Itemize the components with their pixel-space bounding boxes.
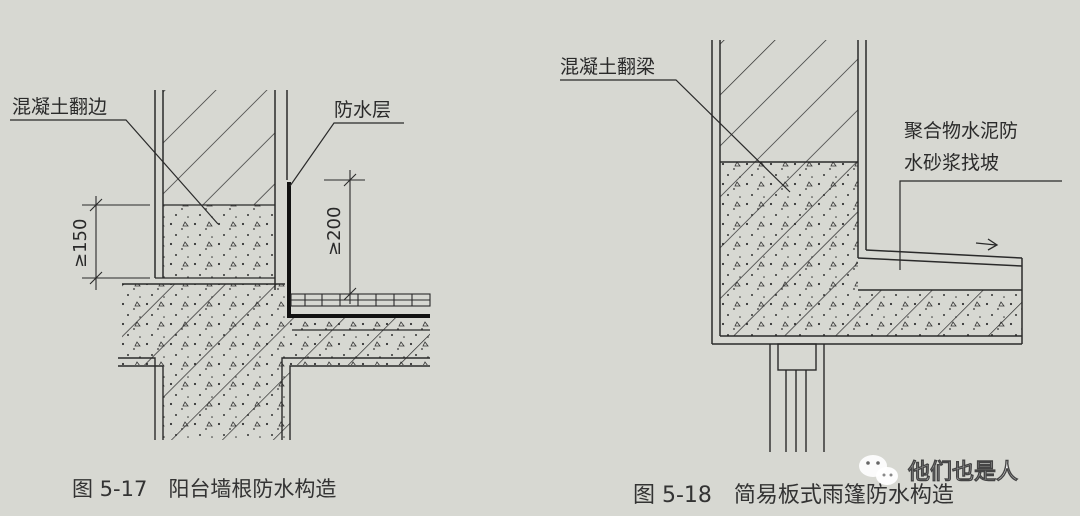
concrete-curb-left xyxy=(155,204,275,279)
floor-slab-left xyxy=(118,283,430,440)
column-below xyxy=(769,343,825,452)
leader-mortar xyxy=(899,180,1062,270)
flow-arrow xyxy=(975,238,999,251)
wall-hatch-left xyxy=(163,90,275,205)
watermark: 他们也是人 xyxy=(859,455,1018,485)
dimension-left xyxy=(82,196,150,290)
canopy-outline xyxy=(711,40,1023,345)
wall-hatch-right xyxy=(720,40,858,162)
waterproof-layer-line xyxy=(287,182,430,318)
label-waterproof-layer: 防水层 xyxy=(334,99,391,121)
dimension-left-text: ≥150 xyxy=(70,219,91,268)
figure-5-17: ≥150 ≥200 混凝土翻边 防水层 图 5-17 阳台墙根防水构造 xyxy=(10,90,431,501)
dimension-right-text: ≥200 xyxy=(324,207,345,256)
caption-figure-5-17: 图 5-17 阳台墙根防水构造 xyxy=(72,477,336,501)
figure-5-18: 混凝土翻梁 聚合物水泥防 水砂浆找坡 图 5-18 简易板式雨篷防水构造 xyxy=(560,40,1062,508)
dimension-right xyxy=(324,170,365,304)
label-concrete-curb: 混凝土翻边 xyxy=(12,96,107,118)
caption-figure-5-18: 图 5-18 简易板式雨篷防水构造 xyxy=(633,483,954,508)
floor-tiles xyxy=(290,293,431,307)
label-mortar-line-1: 聚合物水泥防 xyxy=(904,120,1018,142)
leader-concrete-beam xyxy=(560,79,791,193)
leader-waterproof-layer xyxy=(289,122,404,187)
label-concrete-beam: 混凝土翻梁 xyxy=(560,56,655,78)
watermark-text: 他们也是人 xyxy=(907,460,1018,485)
leader-concrete-curb xyxy=(10,119,219,225)
wechat-icon xyxy=(859,455,898,485)
label-mortar-line-2: 水砂浆找坡 xyxy=(904,152,999,174)
